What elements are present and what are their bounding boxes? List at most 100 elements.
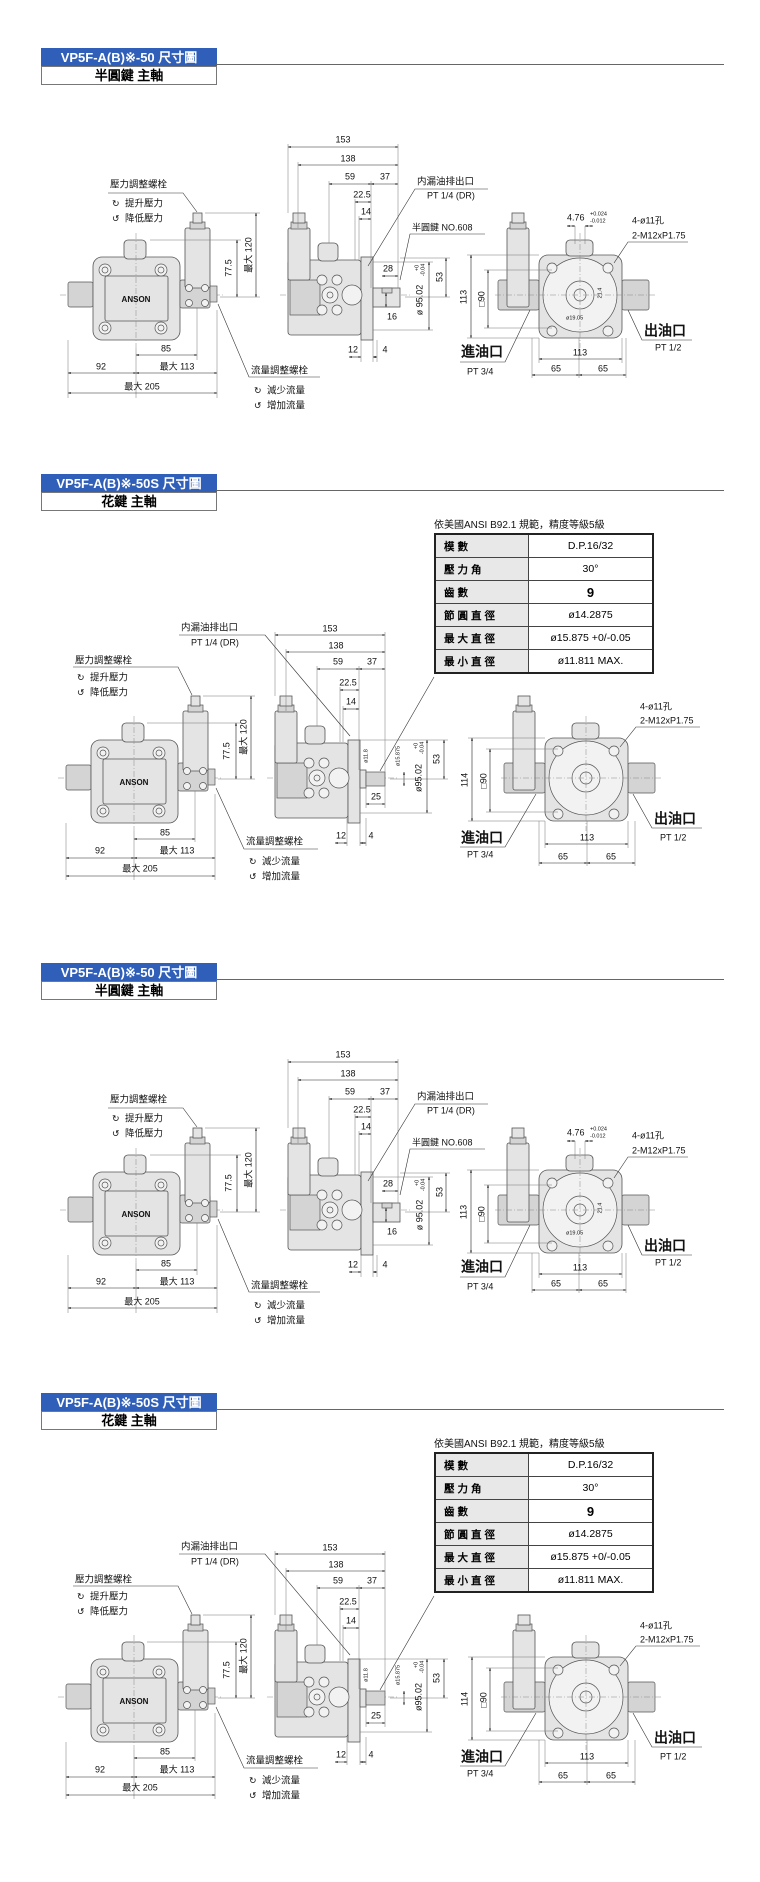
rotate-ccw-icon: ↺ <box>254 400 262 410</box>
dim-85: 85 <box>160 827 170 837</box>
rotate-cw-icon: ↻ <box>249 856 257 866</box>
pressure-bolt-label: 壓力調整螺栓 <box>75 1574 133 1586</box>
dim-138: 138 <box>328 640 343 650</box>
dim-95-02: ø 95.02 <box>414 285 424 316</box>
spec-value: ø11.811 MAX. <box>528 1568 654 1593</box>
increase-pressure-label: 提升壓力 <box>90 1591 128 1603</box>
leader-line <box>108 1107 198 1128</box>
header-rule <box>216 1409 724 1410</box>
dim-77-5: 77.5 <box>221 742 231 760</box>
dim-4: 4 <box>368 1749 373 1759</box>
pump-rear-view <box>500 695 662 832</box>
spec-key: 節圓直徑 <box>434 603 529 627</box>
rotate-cw-icon: ↻ <box>112 1113 120 1123</box>
dim-12: 12 <box>348 1259 358 1269</box>
tolerance-upper: +0.024 <box>590 1126 607 1132</box>
dim-85: 85 <box>161 343 171 353</box>
tolerance-upper: +0 <box>413 743 419 749</box>
dim-65-right: 65 <box>598 1278 608 1288</box>
dim-max-113: 最大 113 <box>160 360 195 371</box>
spec-key: 壓力角 <box>434 1476 529 1500</box>
spec-table-leader <box>379 1595 435 1691</box>
dim-85: 85 <box>160 1746 170 1756</box>
decrease-pressure-label: 降低壓力 <box>90 1606 128 1618</box>
thread-label: 2-M12xP1.75 <box>632 230 686 240</box>
flow-bolt-label: 流量調整螺栓 <box>251 365 309 377</box>
dimension-drawing: ANSON 壓力調整螺栓 ↻ 提升壓力 ↺ 降低壓力 最大 120 77.5 8… <box>57 1541 702 1802</box>
dim-22-5: 22.5 <box>339 1596 357 1606</box>
decrease-pressure-label: 降低壓力 <box>125 1128 163 1140</box>
dim-4: 4 <box>382 1259 387 1269</box>
dim-16: 16 <box>387 311 397 321</box>
brand-logo: ANSON <box>122 1210 151 1219</box>
rotate-ccw-icon: ↺ <box>254 1315 262 1325</box>
dim-22-5: 22.5 <box>353 189 371 199</box>
rotate-ccw-icon: ↺ <box>249 1790 257 1800</box>
section-subtitle: 半圓鍵 主軸 <box>41 981 217 1000</box>
spec-key: 壓力角 <box>434 557 529 581</box>
key <box>381 287 393 294</box>
dim-15-875: ø15.875 <box>395 1665 401 1685</box>
spec-key: 齒數 <box>434 580 529 604</box>
tolerance-lower: -0.012 <box>590 1133 606 1139</box>
dim-113-vertical: 113 <box>458 1205 468 1219</box>
spec-value: ø14.2875 <box>528 603 654 627</box>
dim-28: 28 <box>383 1178 393 1188</box>
section-vp5f-50-keyed: VP5F-A(B)※-50 尺寸圖 半圓鍵 主軸 ANSON 壓力調整螺栓 ↻ … <box>0 48 760 488</box>
dim-59: 59 <box>345 1086 355 1096</box>
rotate-cw-icon: ↻ <box>249 1775 257 1785</box>
spec-key: 最小直徑 <box>434 1568 529 1593</box>
shaft-neck <box>359 769 367 789</box>
dim-25: 25 <box>371 1710 381 1720</box>
dim-138: 138 <box>328 1559 343 1569</box>
dim-21-4: 21.4 <box>597 1203 603 1214</box>
dim-113-vertical: 113 <box>458 290 468 304</box>
key-label: 半圓鍵 NO.608 <box>412 221 473 232</box>
spec-value: 30° <box>528 1476 654 1500</box>
spec-key: 最大直徑 <box>434 1545 529 1569</box>
decrease-pressure-label: 降低壓力 <box>125 213 163 225</box>
outlet-label: 出油口 <box>654 811 696 827</box>
pump-front-view <box>59 1127 226 1264</box>
inlet-label: 進油口 <box>461 1259 503 1275</box>
dim-max-205: 最大 205 <box>122 1781 158 1792</box>
dim-114: 114 <box>459 773 469 787</box>
spec-value: D.P.16/32 <box>528 1452 654 1477</box>
key-label: 半圓鍵 NO.608 <box>412 1136 473 1147</box>
decrease-flow-label: 減少流量 <box>267 1300 306 1312</box>
rotate-ccw-icon: ↺ <box>112 1128 120 1138</box>
rotate-cw-icon: ↻ <box>77 1591 85 1601</box>
rotate-cw-icon: ↻ <box>254 385 262 395</box>
increase-flow-label: 增加流量 <box>262 1790 301 1802</box>
key <box>381 1202 393 1209</box>
dim-65-left: 65 <box>551 1278 561 1288</box>
dim-53: 53 <box>431 754 441 764</box>
dimension-drawing: ANSON 壓力調整螺栓 ↻ 提升壓力 ↺ 降低壓力 最大 120 77.5 8… <box>59 134 692 412</box>
spec-value: ø14.2875 <box>528 1522 654 1546</box>
inlet-port-spec: PT 3/4 <box>467 1281 493 1291</box>
dim-max-113: 最大 113 <box>160 1763 195 1774</box>
dim-16: 16 <box>387 1226 397 1236</box>
spec-value: ø15.875 +0/-0.05 <box>528 1545 654 1569</box>
dim-max-120: 最大 120 <box>237 719 248 755</box>
mount-holes-label: 4-ø11孔 <box>640 701 672 711</box>
dim-4: 4 <box>368 830 373 840</box>
pressure-bolt-label: 壓力調整螺栓 <box>110 1094 168 1106</box>
dim-95-02: ø 95.02 <box>414 1200 424 1231</box>
decrease-flow-label: 減少流量 <box>262 1775 301 1787</box>
dim-65-right: 65 <box>606 851 616 861</box>
outlet-label: 出油口 <box>644 323 686 339</box>
spline-shaft <box>365 1690 386 1706</box>
pump-front-view <box>59 212 226 349</box>
tolerance-upper: +0 <box>413 1662 419 1668</box>
dim-square-90: □90 <box>476 1206 486 1221</box>
